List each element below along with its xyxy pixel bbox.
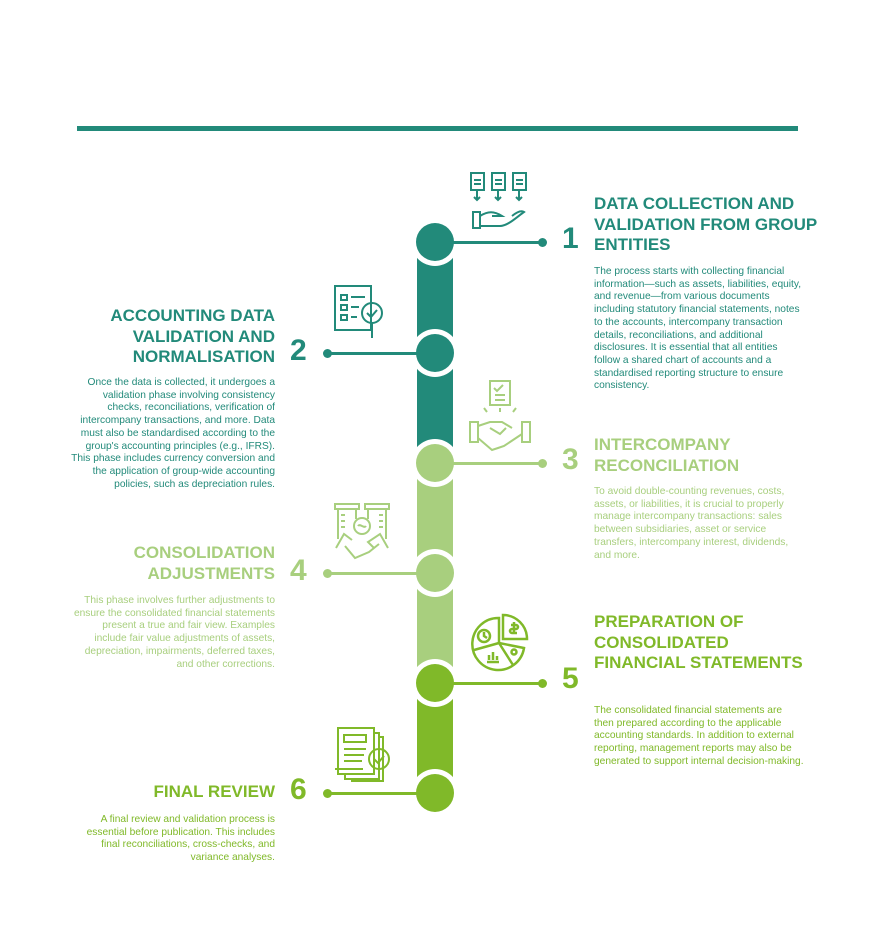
step-title: Preparation of consolidated financial st…: [594, 612, 803, 672]
step-number: 1: [562, 222, 579, 255]
buildings-handshake-icon: [334, 503, 390, 560]
connector-dot: [323, 789, 332, 798]
connector-dot: [538, 459, 547, 468]
step-description: Once the data is collected, it undergoes…: [71, 377, 275, 490]
connector-4: [328, 572, 418, 575]
checklist-magnifier-icon: [334, 285, 383, 338]
connector-6: [328, 792, 418, 795]
connector-dot: [323, 349, 332, 358]
handshake-icon: [469, 380, 531, 452]
connector-dot: [538, 679, 547, 688]
step-description: To avoid double-counting revenues, costs…: [594, 486, 789, 561]
step-description: This phase involves further adjustments …: [73, 595, 275, 670]
step-title: Intercompany reconciliation: [594, 435, 740, 475]
timeline-node-2: [416, 334, 454, 372]
timeline-node-6: [416, 774, 454, 812]
timeline-node-4: [416, 554, 454, 592]
connector-dot: [538, 238, 547, 247]
documents-to-hand-icon: [470, 172, 527, 229]
step-number: 6: [290, 773, 307, 806]
connector-5: [453, 682, 541, 685]
step-number: 4: [290, 554, 307, 587]
step-title: Accounting data validation and normalisa…: [110, 306, 275, 366]
step-description: A final review and validation process is…: [86, 814, 275, 864]
step-description: The consolidated financial statements ar…: [594, 705, 804, 767]
connector-dot: [323, 569, 332, 578]
step-title: Data collection and validation from grou…: [594, 194, 817, 254]
connector-2: [328, 352, 418, 355]
timeline-node-5: [416, 664, 454, 702]
connector-3: [453, 462, 541, 465]
pie-chart-icon: [471, 613, 529, 672]
document-approved-icon: [335, 727, 390, 782]
step-title: Consolidation adjustments: [133, 543, 275, 583]
connector-1: [453, 241, 541, 244]
timeline-node-3: [416, 444, 454, 482]
step-number: 3: [562, 443, 579, 476]
step-description: The process starts with collecting finan…: [594, 266, 802, 392]
timeline-node-1: [416, 223, 454, 261]
top-divider: [77, 126, 798, 131]
step-number: 2: [290, 334, 307, 367]
step-number: 5: [562, 662, 579, 695]
step-title: Final review: [153, 782, 275, 801]
